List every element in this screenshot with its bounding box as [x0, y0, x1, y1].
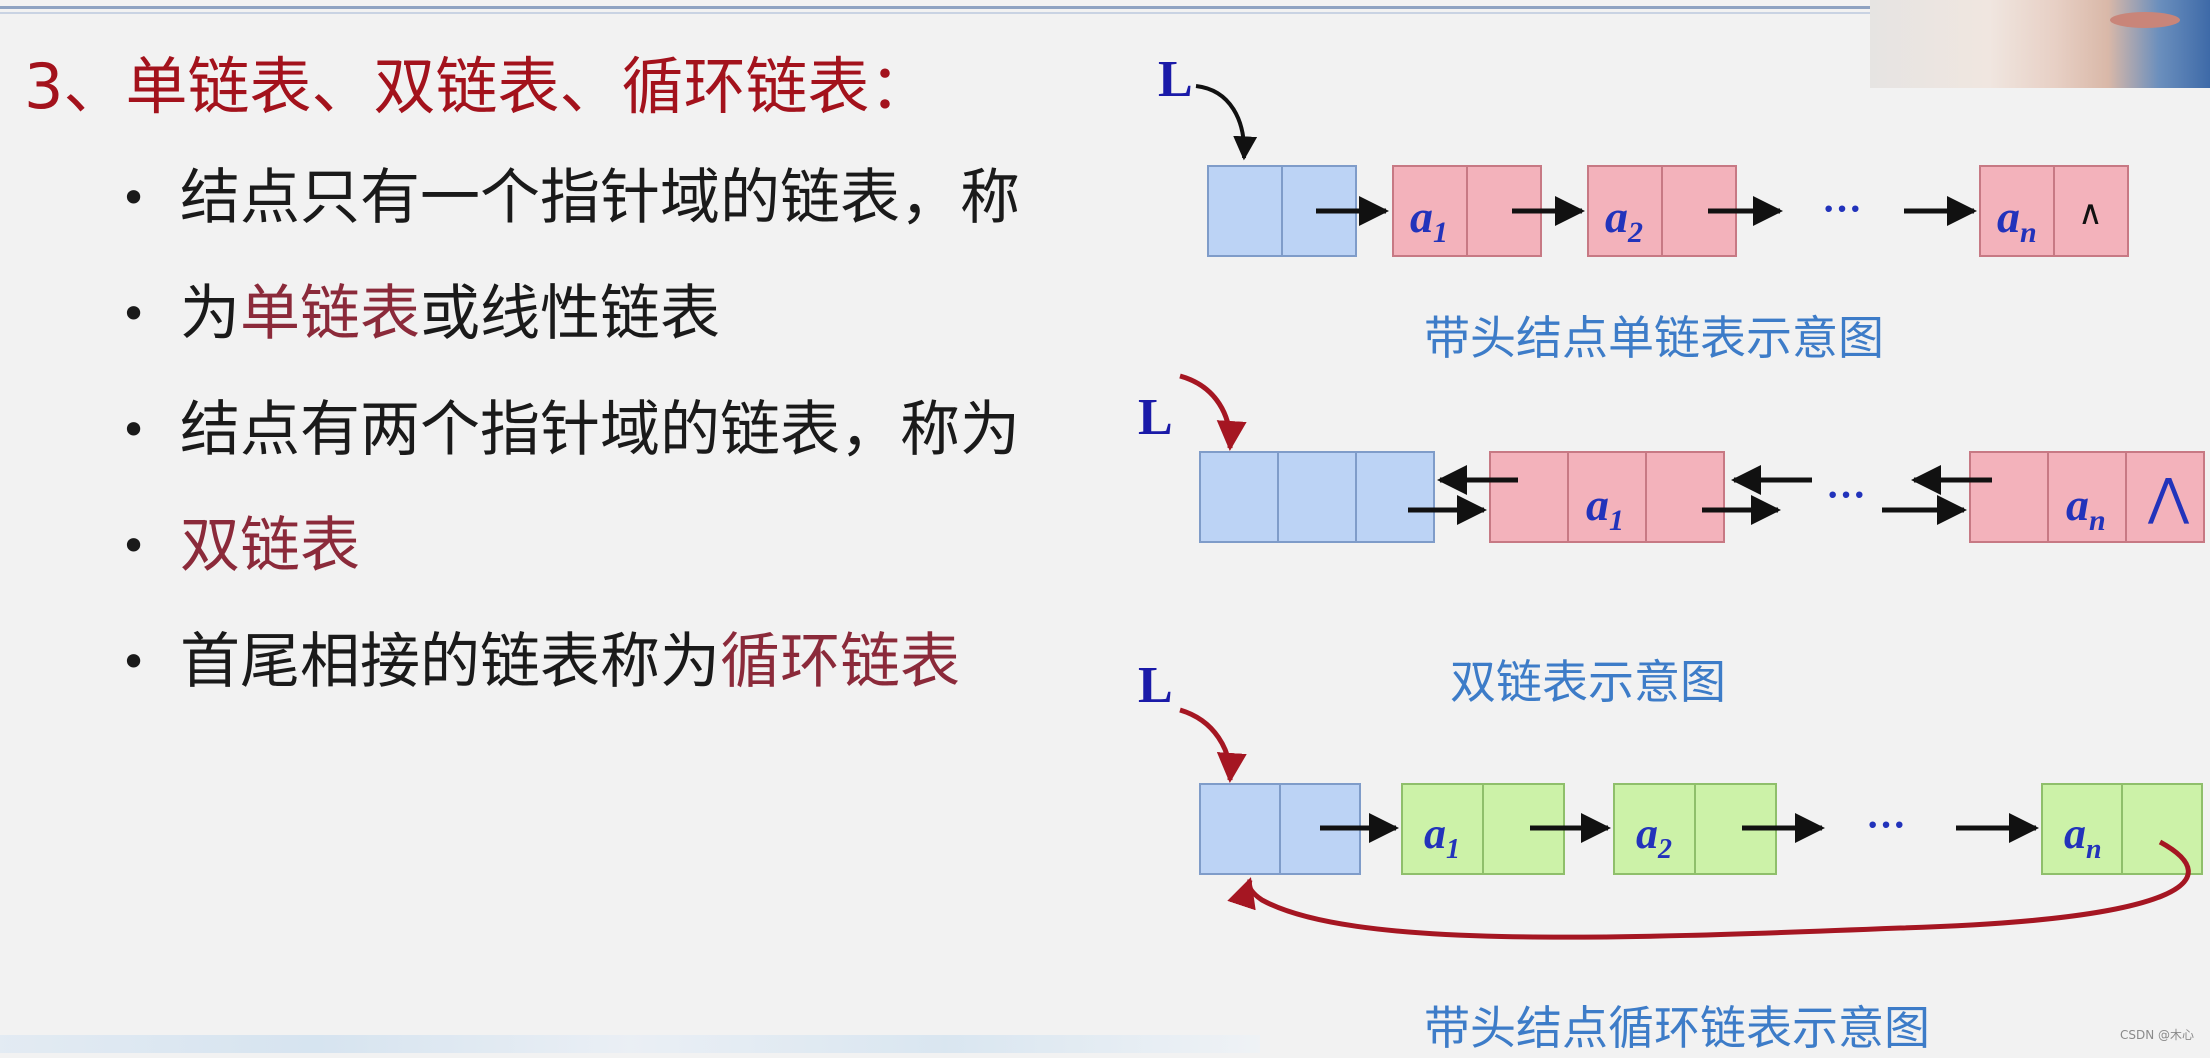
head-pointer-arrow [1195, 84, 1258, 161]
node-label: an [2066, 479, 2106, 537]
bullet-text: 或线性链表 [420, 279, 720, 349]
webcam-face [2110, 12, 2180, 28]
bullet-text: 首尾相接的链表称为 [180, 627, 720, 697]
head-pointer-arrow [1179, 707, 1247, 783]
top-rule [0, 6, 1870, 9]
circular-linked-list-diagram: L a1 a2 ··· an [1138, 657, 2203, 940]
node-label: a1 [1586, 479, 1624, 537]
slide-title: 3、单链表、双链表、循环链表： [24, 50, 932, 123]
bullet-single-line2: 为单链表或线性链表 [120, 256, 1090, 372]
node-label: an [1997, 191, 2037, 249]
node-label: a1 [1410, 191, 1448, 249]
node-label: a1 [1424, 809, 1460, 865]
head-pointer-label: L [1138, 389, 1173, 446]
double-linked-list-diagram: L a1 ··· an ⋀ [1138, 373, 2205, 543]
head-pointer-label: L [1158, 51, 1193, 108]
bullet-text: 结点只有一个指针域的链表，称 [180, 163, 1020, 233]
circular-return-arrow [1227, 839, 2191, 940]
ellipsis: ··· [1866, 802, 1906, 847]
bullet-double-line1: 结点有两个指针域的链表，称为 [120, 372, 1090, 488]
single-linked-list-diagram: L a1 a2 ··· an ∧ [1158, 51, 2129, 257]
head-node [1199, 451, 1435, 543]
term-double-linked-list: 双链表 [180, 511, 360, 581]
caption-circular-linked-list: 带头结点循环链表示意图 [1424, 1001, 1930, 1055]
null-pointer: ⋀ [2147, 468, 2190, 526]
bullet-single-line1: 结点只有一个指针域的链表，称 [120, 140, 1090, 256]
ellipsis: ··· [1826, 472, 1866, 517]
watermark: CSDN @木心 [2119, 1028, 2194, 1042]
head-pointer-label: L [1138, 657, 1173, 714]
node-label: a2 [1605, 191, 1643, 249]
node-a1 [1489, 451, 1725, 543]
bullet-text: 为 [180, 279, 240, 349]
footer-decoration [0, 1035, 1260, 1053]
node-an [1969, 451, 2205, 543]
caption-double-linked-list: 双链表示意图 [1450, 655, 1726, 709]
webcam-overlay [1870, 0, 2210, 88]
head-pointer-arrow [1179, 373, 1247, 451]
term-circular-linked-list: 循环链表 [720, 627, 960, 697]
null-pointer: ∧ [2078, 193, 2103, 233]
term-single-linked-list: 单链表 [240, 279, 420, 349]
bullet-circular: 首尾相接的链表称为循环链表 [120, 604, 1090, 720]
bullet-text: 结点有两个指针域的链表，称为 [180, 395, 1020, 465]
ellipsis: ··· [1822, 186, 1862, 231]
node-label: a2 [1636, 809, 1672, 865]
node-label: an [2064, 809, 2102, 865]
top-rule-thin [0, 12, 1870, 14]
bullet-list: 结点只有一个指针域的链表，称 为单链表或线性链表 结点有两个指针域的链表，称为 … [120, 140, 1090, 720]
bullet-double-line2: 双链表 [120, 488, 1090, 604]
caption-single-linked-list: 带头结点单链表示意图 [1424, 311, 1884, 365]
